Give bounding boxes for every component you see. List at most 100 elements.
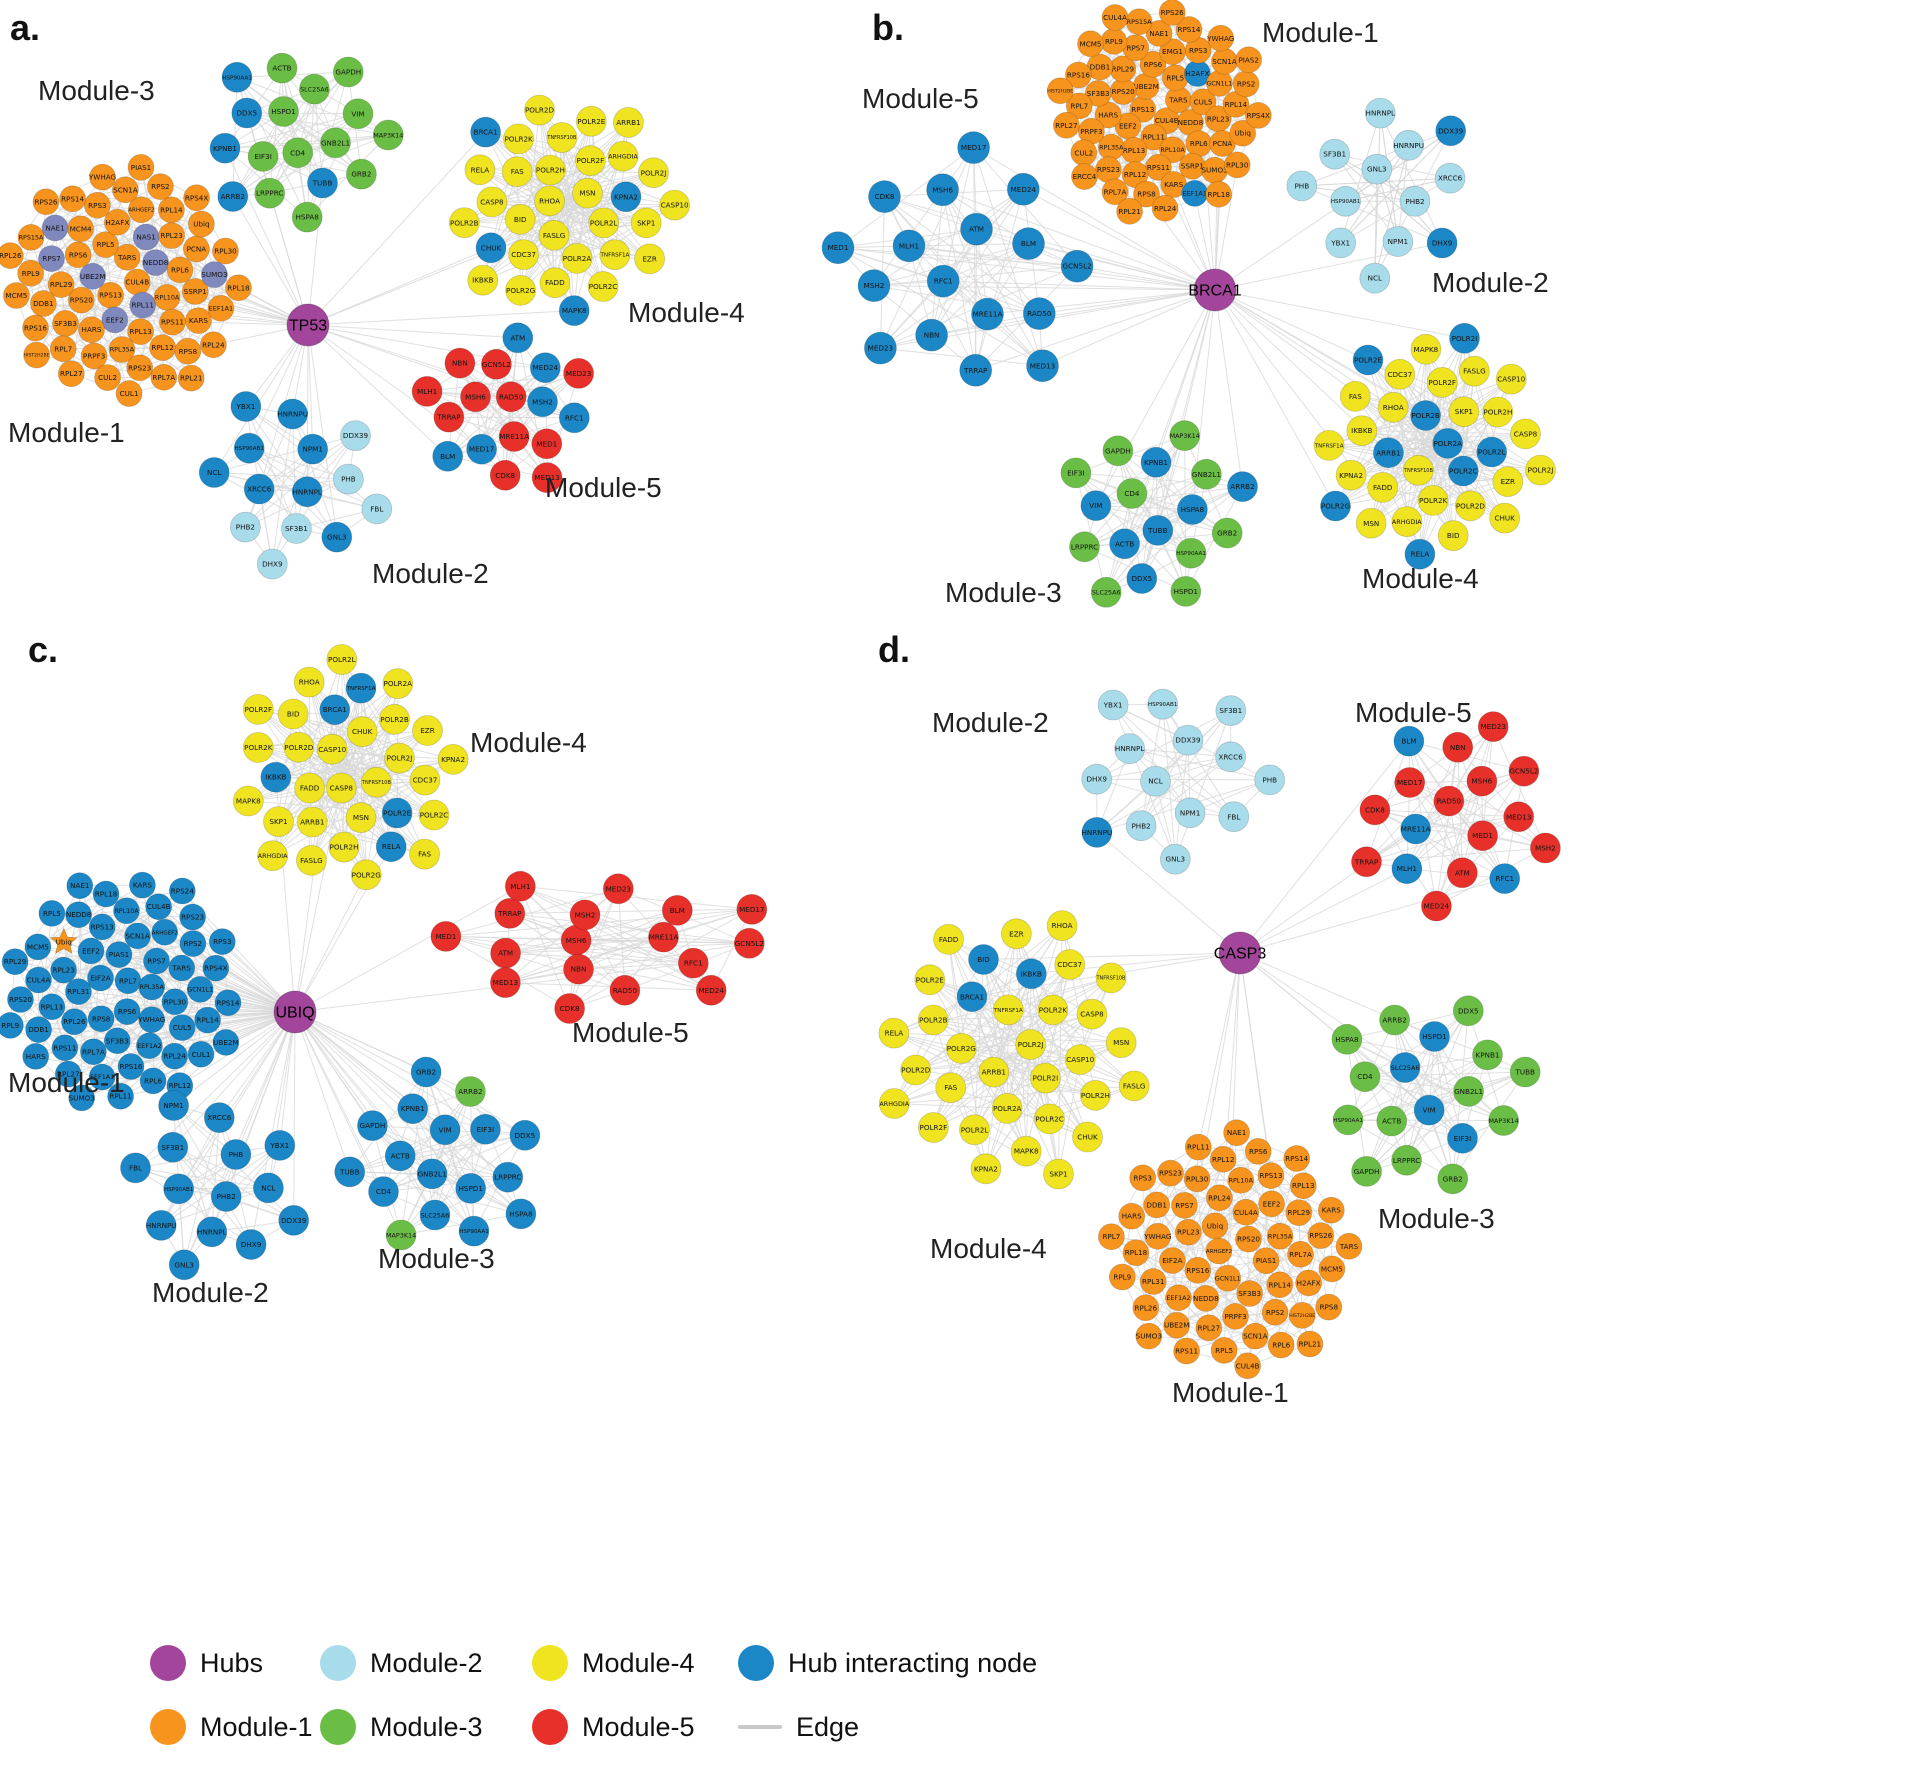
node-PHB: [220, 1139, 252, 1170]
edge: [246, 112, 359, 115]
edge: [1340, 130, 1452, 244]
edge: [1174, 710, 1232, 860]
edge: [213, 324, 309, 473]
edge: [1075, 472, 1228, 534]
node-MSN: [1355, 507, 1387, 539]
node-MED23: [563, 357, 594, 389]
edge: [294, 1011, 472, 1189]
node-RPS20: [7, 986, 34, 1013]
node-CDK8: [1359, 794, 1391, 826]
node-TRRAP: [433, 401, 465, 433]
edge: [942, 189, 1216, 291]
node-CASP8: [1076, 998, 1108, 1030]
node-RPL14: [194, 1006, 222, 1034]
edge: [272, 683, 399, 856]
edge: [1096, 710, 1232, 780]
legend-item-module-3: Module-3: [320, 1709, 532, 1745]
edge: [893, 1032, 1135, 1087]
node-TUBB: [307, 167, 338, 199]
edge: [1077, 265, 1216, 291]
edge: [1367, 359, 1449, 444]
edge: [179, 1011, 296, 1087]
node-SLC25A6: [1389, 1052, 1421, 1083]
edge: [307, 324, 338, 538]
edge: [1174, 740, 1189, 860]
node-FASLG: [1118, 1070, 1150, 1102]
node-PHB: [332, 463, 364, 495]
node-POLR2G: [945, 1033, 977, 1064]
node-MED1: [821, 231, 855, 265]
node-RPS15A: [1125, 8, 1153, 36]
node-CUL4A: [1232, 1198, 1260, 1226]
node-PHB2: [229, 511, 261, 543]
node-SF3B3: [1236, 1280, 1264, 1307]
edge: [294, 1011, 509, 1178]
node-EEF2: [101, 306, 129, 334]
node-HSPA8: [1177, 494, 1208, 525]
edge: [948, 939, 1059, 1175]
node-RPS7: [1171, 1192, 1198, 1219]
node-EEF2: [1258, 1190, 1285, 1218]
node-RPL30: [1223, 151, 1251, 179]
node-CUL4B: [123, 268, 151, 296]
node-RPS2: [1232, 70, 1260, 98]
node-RPS13: [88, 913, 116, 941]
node-POLR2F: [575, 145, 606, 177]
edge: [307, 324, 518, 339]
node-NCL: [252, 1172, 284, 1204]
legend-label: Module-4: [582, 1647, 695, 1678]
node-CDC37: [1384, 358, 1416, 390]
node-NPM1: [1382, 226, 1414, 257]
edge: [341, 659, 367, 875]
node-RPL10A: [1227, 1166, 1255, 1194]
module-1-swatch: [150, 1709, 186, 1745]
edge: [578, 936, 664, 970]
node-EZR: [1492, 466, 1524, 498]
node-TRRAP: [959, 353, 993, 387]
node-MED13: [1503, 801, 1535, 833]
node-PRPF3: [1222, 1303, 1249, 1330]
node-MED17: [957, 131, 990, 165]
node-RPS3: [208, 928, 236, 955]
node-FBL: [120, 1152, 151, 1184]
node-BID: [1437, 520, 1469, 551]
edge: [505, 909, 678, 954]
edge: [294, 885, 521, 1013]
node-POLR2D: [900, 1054, 932, 1086]
node-POLR2G: [350, 859, 382, 891]
module-label-module-4: Module-4: [470, 727, 587, 758]
edge: [1214, 289, 1464, 472]
edge: [1141, 474, 1207, 579]
node-RPL12: [1121, 161, 1149, 188]
node-PIAS2: [1235, 46, 1263, 74]
node-TNFRSF1A: [992, 994, 1024, 1026]
node-GRB2: [345, 158, 377, 190]
edge: [1432, 469, 1541, 501]
node-FAS: [1339, 380, 1371, 412]
node-MED23: [864, 331, 897, 365]
edge: [248, 757, 400, 802]
node-MCM5: [24, 933, 52, 961]
edge: [214, 435, 356, 473]
node-MLH1: [411, 375, 443, 407]
node-RPS2: [146, 173, 174, 201]
node-RPL13: [1289, 1172, 1317, 1200]
node-CUL4A: [1101, 4, 1129, 31]
node-HNRNPL: [196, 1216, 228, 1248]
node-ARHGEF2: [151, 918, 179, 946]
node-NAE1: [1223, 1119, 1250, 1147]
node-CUL4A: [25, 966, 52, 994]
node-POLR2D: [283, 731, 315, 763]
node-BLM: [661, 895, 693, 926]
edge: [1140, 710, 1232, 827]
node-BLM: [1012, 227, 1045, 261]
node-CDK8: [868, 180, 901, 214]
node-Ubiq: [1229, 119, 1257, 147]
node-PHB2: [210, 1181, 242, 1212]
node-RELA: [1404, 538, 1436, 570]
edge: [617, 888, 626, 991]
node-MAP3K14: [1169, 420, 1201, 452]
node-RPS16: [1065, 61, 1092, 89]
node-HSP90AB1: [233, 432, 265, 464]
